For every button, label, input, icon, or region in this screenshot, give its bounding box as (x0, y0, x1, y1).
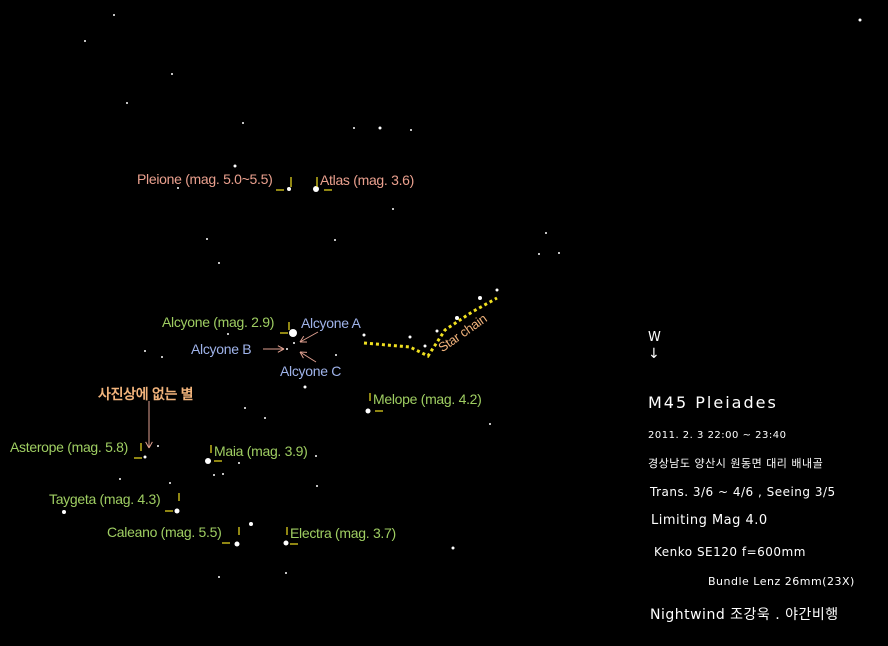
star (264, 417, 266, 419)
label-alcyone: Alcyone (mag. 2.9) (162, 314, 275, 330)
star (362, 333, 366, 337)
star (206, 238, 208, 240)
star (157, 445, 159, 447)
star (435, 329, 439, 333)
star (410, 129, 412, 131)
star (249, 522, 253, 526)
star (144, 350, 146, 352)
star (174, 508, 180, 514)
star (113, 14, 115, 16)
note-telescope: Kenko SE120 f=600mm (654, 545, 806, 559)
star (283, 540, 289, 546)
star (234, 541, 240, 547)
star (285, 572, 287, 574)
star (478, 296, 482, 300)
star (218, 576, 220, 578)
star (169, 482, 171, 484)
label-maia: Maia (mag. 3.9) (214, 443, 308, 459)
star (455, 316, 459, 320)
star (392, 208, 394, 210)
arrow-alcyone-a-head (299, 335, 305, 343)
label-caleano: Caleano (mag. 5.5) (107, 524, 222, 540)
star (218, 262, 220, 264)
star (227, 333, 229, 335)
note-date: 2011. 2. 3 22:00 ~ 23:40 (648, 430, 787, 441)
star (205, 458, 211, 464)
label-atlas: Atlas (mag. 3.6) (320, 172, 415, 188)
label-alcyone-b: Alcyone B (191, 341, 252, 357)
note-conditions: Trans. 3/6 ~ 4/6 , Seeing 3/5 (650, 485, 836, 499)
star (353, 127, 355, 129)
star (233, 164, 237, 168)
arrow-alcyone-a (299, 331, 319, 343)
arrow-alcyone-b-head (277, 348, 285, 353)
star (171, 73, 173, 75)
label-taygeta: Taygeta (mag. 4.3) (49, 491, 161, 507)
note-title: M45 Pleiades (648, 393, 778, 412)
label-alcyone-c: Alcyone C (280, 363, 342, 379)
star (451, 546, 455, 550)
star (293, 342, 295, 344)
star (289, 329, 297, 337)
star (303, 385, 307, 389)
arrow-alcyone-b-head (277, 345, 285, 350)
direction-label: W (648, 330, 662, 345)
star (222, 473, 224, 475)
star (177, 187, 179, 189)
star (213, 474, 215, 476)
star (489, 423, 491, 425)
star (126, 102, 128, 104)
star (495, 288, 499, 292)
star (334, 239, 336, 241)
star (62, 510, 66, 514)
star (161, 356, 163, 358)
star (238, 462, 240, 464)
star (408, 335, 412, 339)
star (316, 485, 318, 487)
star (538, 253, 540, 255)
label-alcyone-a: Alcyone A (301, 315, 361, 331)
star (244, 407, 246, 409)
arrow-down-icon: ↓ (648, 346, 661, 362)
note-author: Nightwind 조강욱 . 야간비행 (650, 607, 839, 623)
star (143, 455, 147, 459)
star (378, 126, 382, 130)
star (365, 408, 371, 414)
star (242, 122, 244, 124)
star (423, 344, 427, 348)
label-pleione: Pleione (mag. 5.0~5.5) (137, 171, 273, 187)
star (335, 354, 337, 356)
label-electra: Electra (mag. 3.7) (290, 525, 396, 541)
star (119, 478, 121, 480)
star (313, 186, 319, 192)
label-not-in-photo: 사진상에 없는 별 (98, 386, 194, 402)
label-asterope: Asterope (mag. 5.8) (10, 439, 129, 455)
star (558, 252, 560, 254)
arrow-alcyone-c-head (299, 351, 304, 359)
note-limiting-mag: Limiting Mag 4.0 (651, 513, 768, 528)
star (287, 187, 291, 191)
star (315, 455, 317, 457)
star-chain-line (363, 296, 498, 358)
arrow-not-in-photo-head (148, 441, 153, 449)
star (286, 348, 288, 350)
star (858, 18, 862, 22)
arrow-not-in-photo-head (145, 441, 150, 449)
label-melope: Melope (mag. 4.2) (373, 391, 482, 407)
star (545, 232, 547, 234)
arrow-alcyone-c (299, 351, 317, 363)
note-location: 경상남도 양산시 원동면 대리 배내골 (648, 457, 824, 470)
star (84, 40, 86, 42)
note-eyepiece: Bundle Lenz 26mm(23X) (708, 575, 855, 588)
